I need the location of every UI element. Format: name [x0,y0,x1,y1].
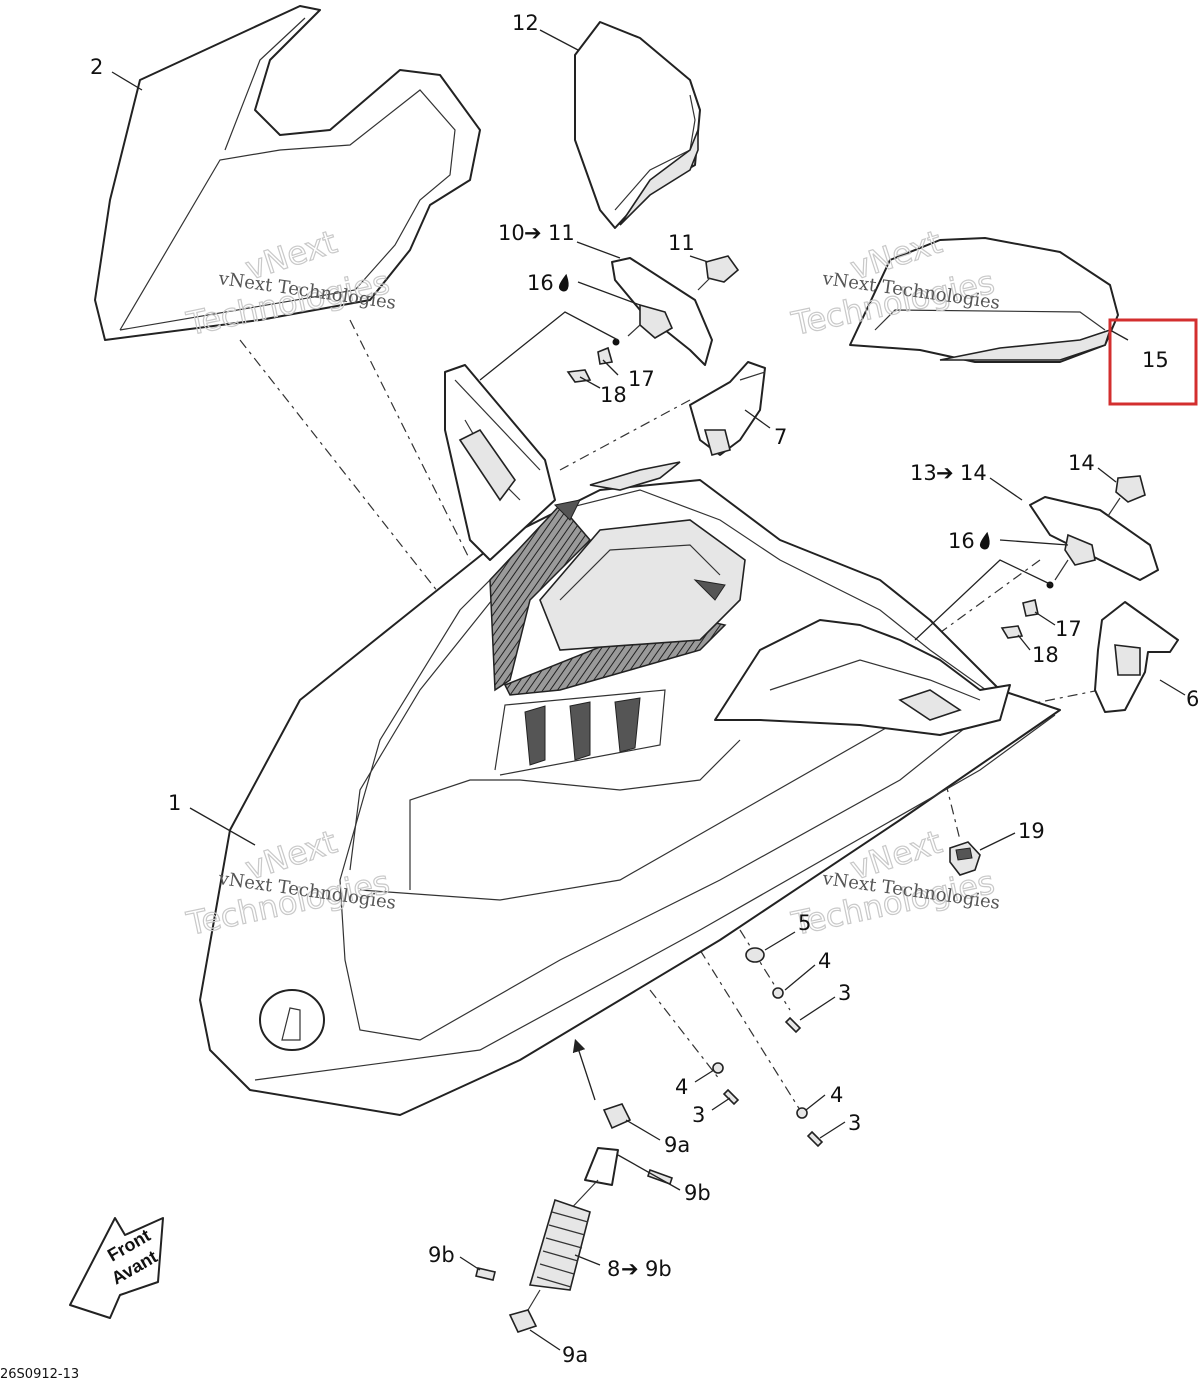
label-3-a: 3 [838,981,851,1005]
fastener-washers [712,987,808,1119]
arrow-13-to-14: ➔ [936,461,954,485]
label-9a-bottom: 9a [562,1343,588,1367]
part-1-hood [199,461,1061,1116]
part-19-clip [949,841,981,876]
arrow-8-to-9b: ➔ [621,1257,639,1281]
label-1: 1 [168,791,181,815]
label-11: 11 [668,231,695,255]
label-17-left: 17 [628,367,655,391]
part-11-knob [697,255,740,291]
part-2-panel [94,5,481,341]
part-10-mirror [566,257,713,383]
part-labels: 2 12 1 10 ➔ 11 11 16 17 18 7 15 13 ➔ 14 … [90,11,1199,1367]
label-3-b: 3 [692,1103,705,1127]
label-8: 8 [607,1257,620,1281]
label-2: 2 [90,55,103,79]
part-12-cover [574,21,701,229]
label-6: 6 [1186,687,1199,711]
label-17-right: 17 [1055,617,1082,641]
part-inner-bracket-left [444,364,556,561]
label-13-arrow-target: 14 [960,461,987,485]
label-5: 5 [798,911,811,935]
part-5-spacer [745,947,765,963]
part-7-latch [689,361,766,456]
label-3-c: 3 [848,1111,861,1135]
leader-lines [111,29,1186,1351]
label-4-a: 4 [818,949,831,973]
label-18-left: 18 [600,383,627,407]
part-6-clip [1094,601,1179,713]
front-direction-arrow: Front Avant [69,1217,164,1319]
label-10-arrow-target: 11 [548,221,575,245]
label-9b-right: 9b [684,1181,711,1205]
highlight-box-15 [1108,318,1198,406]
label-12: 12 [512,11,539,35]
drawing-code: 26S0912-13 [0,1367,79,1382]
label-7: 7 [774,425,787,449]
label-19: 19 [1018,819,1045,843]
oil-drop-icon [979,531,990,550]
arrow-10-to-11: ➔ [524,221,542,245]
label-8-arrow-target: 9b [645,1257,672,1281]
part-15-panel [849,237,1119,363]
label-9a-top: 9a [664,1133,690,1157]
label-15: 15 [1142,348,1169,372]
part-8-strut [475,1103,674,1333]
oil-drop-icon [558,273,569,292]
watermark-bottom-right: vNext Technologies vNext Technologies [787,822,1001,944]
label-14: 14 [1068,451,1095,475]
part-13-mirror [1000,496,1159,639]
label-16-right: 16 [948,529,975,553]
label-13: 13 [910,461,937,485]
label-10: 10 [498,221,525,245]
part-inner-bracket-right [714,619,1011,736]
label-9b-left: 9b [428,1243,455,1267]
label-18-right: 18 [1032,643,1059,667]
label-4-c: 4 [830,1083,843,1107]
fastener-screws [722,1016,824,1148]
part-14-knob [1107,475,1146,517]
label-16-left: 16 [527,271,554,295]
label-4-b: 4 [675,1075,688,1099]
